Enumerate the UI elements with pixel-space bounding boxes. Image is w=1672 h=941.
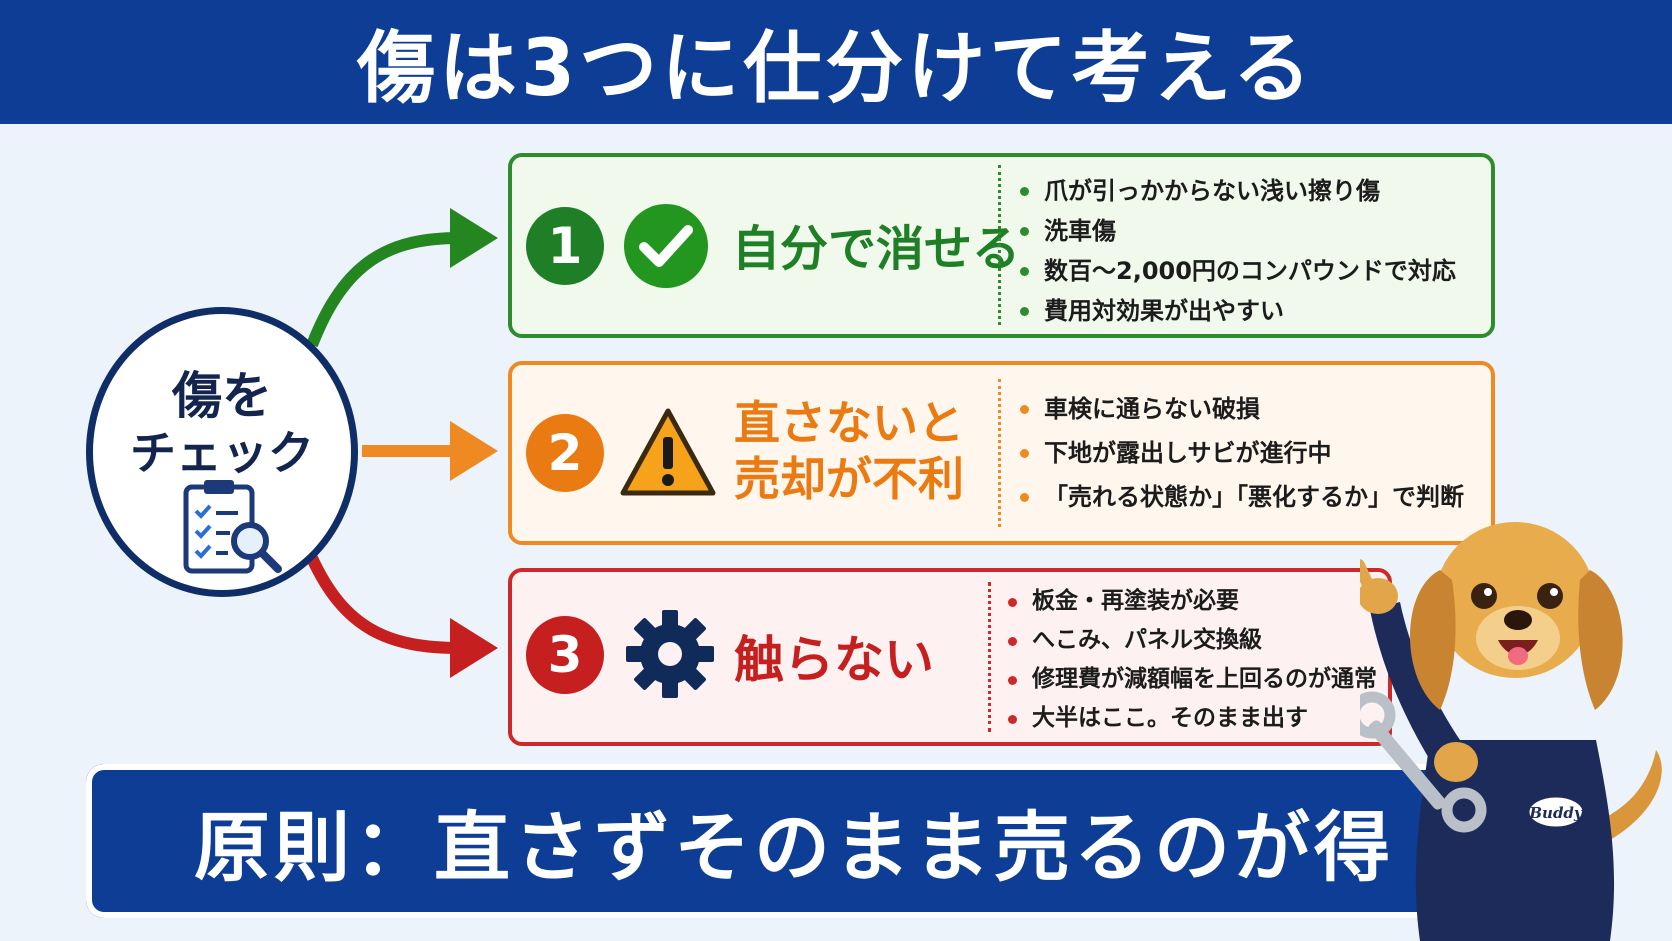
category-title: 触らない bbox=[734, 631, 934, 689]
mascot-badge-text: Buddy bbox=[1528, 804, 1584, 822]
category-number-badge: 2 bbox=[526, 414, 604, 492]
list-item: 費用対効果が出やすい bbox=[1020, 291, 1456, 331]
category-title: 自分で消せる bbox=[732, 221, 1021, 277]
arrowhead-3-icon bbox=[450, 618, 498, 678]
item-list: 爪が引っかからない浅い擦り傷 洗車傷 数百〜2,000円のコンパウンドで対応 費… bbox=[1020, 171, 1456, 331]
category-card-2: 2 直さないと 売却が不利 車検に通らない破損 下地が露出しサビが進行中 「売れ… bbox=[508, 361, 1495, 545]
principle-banner: 原則：直さずそのまま売るのが得 bbox=[86, 764, 1472, 918]
arrowhead-1-icon bbox=[450, 208, 498, 268]
category-number-badge: 3 bbox=[526, 616, 604, 694]
list-item: 修理費が減額幅を上回るのが通常 bbox=[1008, 660, 1377, 699]
dog-mechanic-mascot: Buddy bbox=[1360, 522, 1662, 941]
category-number-badge: 1 bbox=[526, 207, 604, 285]
dotted-divider bbox=[998, 379, 1001, 527]
item-list: 車検に通らない破損 下地が露出しサビが進行中 「売れる状態か」「悪化するか」で判… bbox=[1020, 387, 1464, 519]
check-hub: 傷を チェック bbox=[86, 307, 358, 597]
list-item: 車検に通らない破損 bbox=[1020, 387, 1464, 431]
check-circle-icon bbox=[624, 204, 708, 288]
list-item: へこみ、パネル交換級 bbox=[1008, 621, 1377, 660]
page-title: 傷は3つに仕分けて考える bbox=[357, 24, 1315, 114]
arrow-to-category-1 bbox=[306, 232, 461, 348]
arrowhead-2-icon bbox=[450, 421, 498, 481]
dotted-divider bbox=[998, 165, 1001, 325]
list-item: 洗車傷 bbox=[1020, 211, 1456, 251]
list-item: 大半はここ。そのまま出す bbox=[1008, 699, 1377, 738]
header-banner: 傷は3つに仕分けて考える bbox=[0, 0, 1672, 124]
category-card-1: 1 自分で消せる 爪が引っかからない浅い擦り傷 洗車傷 数百〜2,000円のコン… bbox=[508, 153, 1495, 338]
list-item: 下地が露出しサビが進行中 bbox=[1020, 431, 1464, 475]
arrow-to-category-3 bbox=[306, 555, 461, 654]
dotted-divider bbox=[988, 582, 991, 732]
list-item: 板金・再塗装が必要 bbox=[1008, 582, 1377, 621]
clipboard-search-icon bbox=[183, 480, 282, 574]
warning-triangle-icon bbox=[620, 408, 716, 496]
hub-line-2: チェック bbox=[130, 426, 314, 480]
category-title-line-2: 売却が不利 bbox=[734, 452, 964, 506]
category-title-line-1: 直さないと bbox=[734, 396, 964, 450]
list-item: 「売れる状態か」「悪化するか」で判断 bbox=[1020, 475, 1464, 519]
list-item: 爪が引っかからない浅い擦り傷 bbox=[1020, 171, 1456, 211]
gear-icon bbox=[626, 610, 714, 698]
category-card-3: 3 触らない 板金・再塗装が必要 へこみ、パネル交換級 修理費が減額幅を上回るの… bbox=[508, 568, 1392, 746]
category-title: 直さないと 売却が不利 bbox=[734, 395, 964, 507]
principle-text: 原則：直さずそのまま売るのが得 bbox=[194, 803, 1394, 892]
wrench-icon bbox=[1360, 691, 1487, 833]
list-item: 数百〜2,000円のコンパウンドで対応 bbox=[1020, 251, 1456, 291]
item-list: 板金・再塗装が必要 へこみ、パネル交換級 修理費が減額幅を上回るのが通常 大半は… bbox=[1008, 582, 1377, 738]
hub-line-1: 傷を bbox=[172, 367, 272, 425]
